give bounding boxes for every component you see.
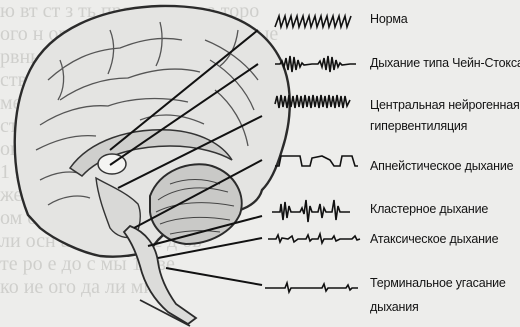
- label-central-hyperventilation-1: Центральная нейрогенная: [370, 96, 520, 115]
- trace-cluster: [272, 200, 350, 222]
- label-central-hyperventilation-2: гипервентиляция: [370, 117, 467, 136]
- label-terminal-2: дыхания: [370, 298, 419, 317]
- trace-apneustic: [275, 156, 358, 166]
- cerebellum: [150, 164, 242, 244]
- trace-norm: [275, 16, 351, 27]
- label-cluster: Кластерное дыхание: [370, 200, 488, 219]
- label-apneustic: Апнейстическое дыхание: [370, 157, 513, 176]
- trace-terminal: [265, 283, 358, 292]
- trace-ataxic: [268, 234, 360, 243]
- label-ataxic: Атаксическое дыхание: [370, 230, 498, 249]
- trace-cheyne-stokes: [275, 56, 356, 72]
- label-cheyne-stokes: Дыхание типа Чейн-Стокса: [370, 54, 520, 73]
- label-terminal-1: Терминальное угасание: [370, 274, 506, 293]
- label-norm: Норма: [370, 10, 407, 29]
